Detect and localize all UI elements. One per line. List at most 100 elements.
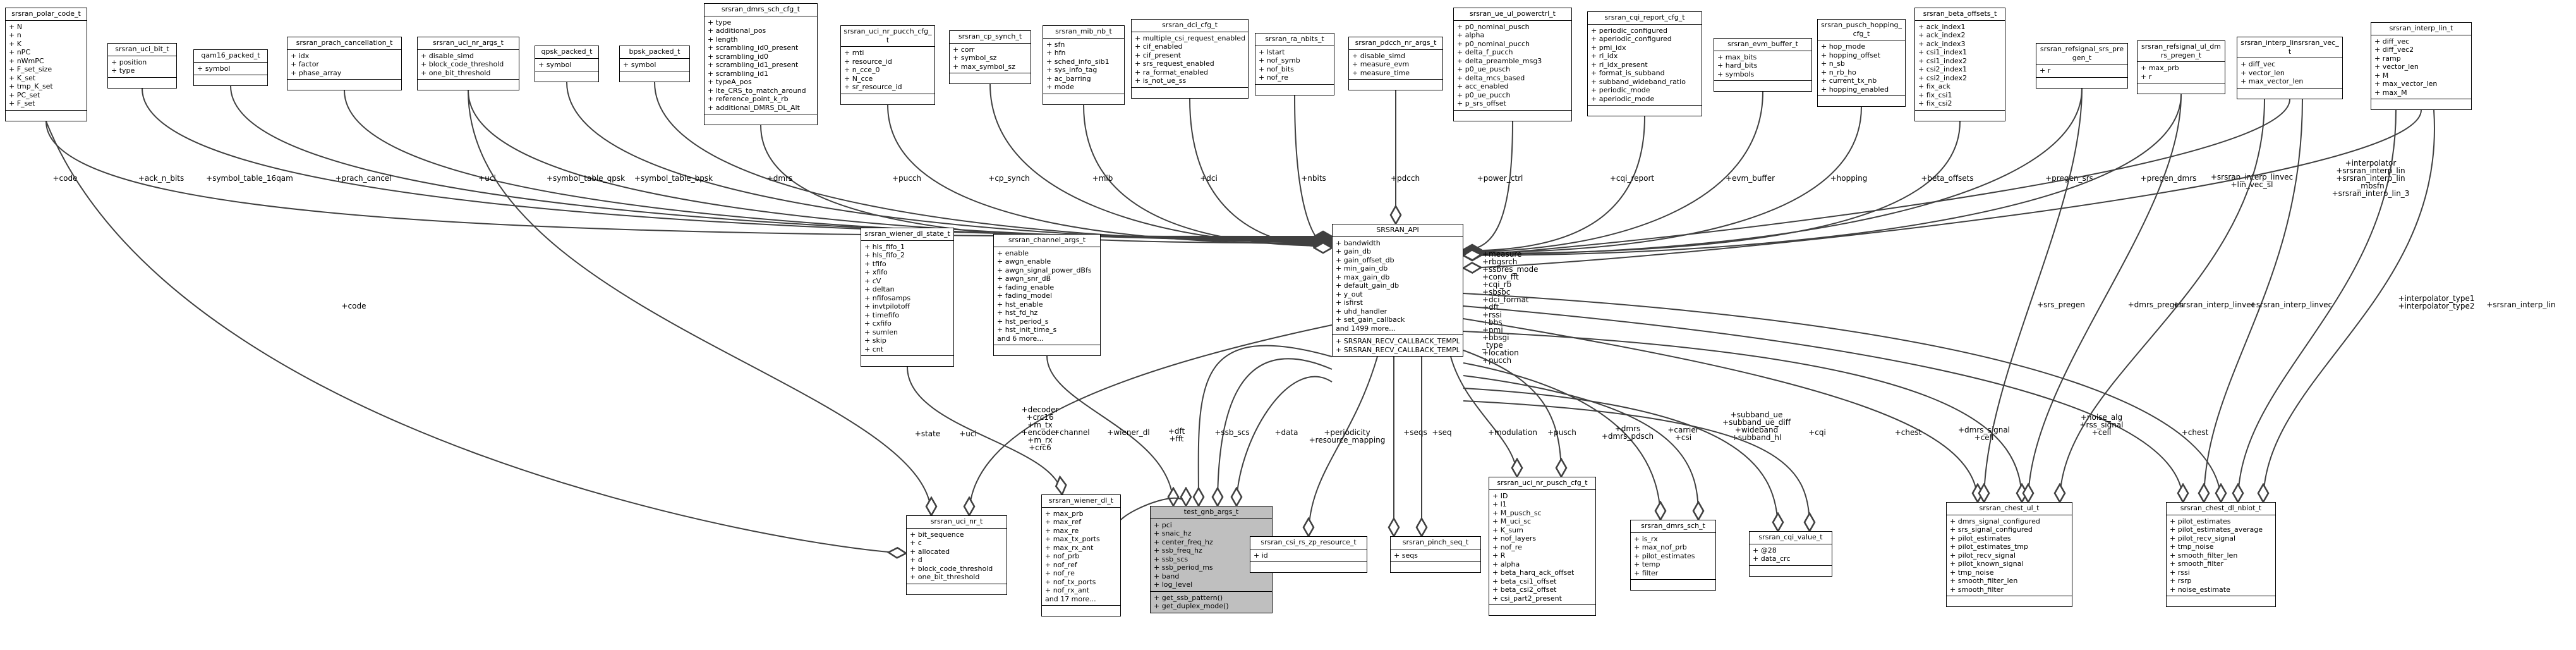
class-node-prach[interactable]: srsran_prach_cancellation_t+ idx+ factor… <box>287 37 402 90</box>
edge-label: +code <box>53 174 78 183</box>
class-node-cpsynch[interactable]: srsran_cp_synch_t+ corr+ symbol_sz+ max_… <box>949 30 1031 84</box>
class-node-evmbuf[interactable]: srsran_evm_buffer_t+ max_bits+ hard_bits… <box>1714 38 1812 92</box>
method-list <box>6 111 87 121</box>
class-title: srsran_polar_code_t <box>6 8 87 21</box>
class-node-ucinrpusch[interactable]: srsran_uci_nr_pusch_cfg_t+ ID+ l1+ M_pus… <box>1489 477 1596 616</box>
edge-prach-api <box>344 90 1332 240</box>
class-node-bpsk[interactable]: bpsk_packed_t+ symbol <box>619 46 690 82</box>
attribute-item: + hls_fifo_2 <box>864 251 905 259</box>
attribute-item: + cnt <box>864 345 884 353</box>
class-node-refdmrs[interactable]: srsran_refsignal_ul_dmrs_pregen_t+ max_p… <box>2137 40 2225 94</box>
class-node-chestul[interactable]: srsran_chest_ul_t+ dmrs_signal_configure… <box>1946 502 2072 607</box>
class-node-interplin[interactable]: srsran_interp_linsrsran_vec_t+ diff_vec+… <box>2237 37 2343 99</box>
attribute-item: + beta_harq_ack_offset <box>1492 568 1575 577</box>
attribute-item: + bit_sequence <box>910 530 964 539</box>
attribute-item: + fading_model <box>997 291 1053 300</box>
attribute-item: + delta_preamble_msg3 <box>1457 56 1542 65</box>
edge-refsrs-chestul <box>1984 88 2083 502</box>
edge-label: +hopping <box>1830 174 1868 183</box>
attribute-item: + scrambling_id1_present <box>708 61 799 69</box>
attribute-item: + gain_db <box>1336 247 1371 255</box>
class-node-ucinrargs[interactable]: srsran_uci_nr_args_t+ disable_simd+ bloc… <box>417 37 519 90</box>
class-node-ranbits[interactable]: srsran_ra_nbits_t+ lstart+ nof_symb+ nof… <box>1255 33 1334 95</box>
attribute-item: + max_prb <box>1045 509 1084 518</box>
class-node-api[interactable]: SRSRAN_API+ bandwidth+ gain_db+ gain_off… <box>1332 224 1463 357</box>
attribute-item: + nof_prb <box>1045 552 1080 560</box>
edge-api-chestul <box>1463 318 1978 502</box>
edge-label: +seqs <box>1403 428 1427 437</box>
attribute-item: + set_gain_callback <box>1336 316 1405 324</box>
class-node-dcicfg[interactable]: srsran_dci_cfg_t+ multiple_csi_request_e… <box>1131 19 1249 99</box>
class-node-cqireport[interactable]: srsran_cqi_report_cfg_t+ periodic_config… <box>1587 11 1702 116</box>
attribute-item: + vector_len <box>2374 63 2419 71</box>
attribute-item: + gain_offset_db <box>1336 255 1394 264</box>
class-node-betaoff[interactable]: srsran_beta_offsets_t+ ack_index1+ ack_i… <box>1914 8 2005 121</box>
attribute-item: and 6 more... <box>997 334 1044 343</box>
class-node-wienerstate[interactable]: srsran_wiener_dl_state_t+ hls_fifo_1+ hl… <box>861 228 954 367</box>
attribute-item: + ack_index1 <box>1918 22 1966 31</box>
attribute-item: + ID <box>1492 491 1508 500</box>
edge-label: +seq <box>1432 428 1451 437</box>
attribute-item: + srs_request_enabled <box>1135 59 1214 68</box>
attribute-item: + hst_period_s <box>997 317 1049 326</box>
method-list <box>704 114 817 125</box>
class-node-qpsk[interactable]: qpsk_packed_t+ symbol <box>535 46 599 82</box>
attribute-item: + max_symbol_sz <box>953 62 1015 71</box>
class-node-cqivalue[interactable]: srsran_cqi_value_t+ @28+ data_crc <box>1749 531 1832 577</box>
edge-label: +state <box>915 429 940 438</box>
attribute-item: + scrambling_id1 <box>708 69 769 78</box>
attribute-item: + pilot_known_signal <box>1950 560 2024 568</box>
class-node-dmrssch2[interactable]: srsran_dmrs_sch_t+ is_rx+ max_nof_prb+ p… <box>1630 520 1716 591</box>
class-title: srsran_wiener_dl_t <box>1042 495 1120 508</box>
method-list <box>194 75 267 85</box>
method-list <box>1391 562 1480 572</box>
attribute-item: + periodic_mode <box>1591 86 1650 94</box>
attribute-item: + ri_idx_present <box>1591 60 1648 69</box>
edge-label: +measure+rbgsrch+ssbres_mode+conv_fft+cq… <box>1482 250 1539 365</box>
class-node-refsrs[interactable]: srsran_refsignal_srs_pregen_t+ r <box>2036 43 2128 89</box>
edge-interpl-chestdl <box>2263 109 2435 502</box>
attribute-item: + smooth_filter <box>1950 585 2004 594</box>
attribute-item: + N_cce <box>844 74 873 83</box>
attribute-item: + mode <box>1046 83 1074 91</box>
attribute-item: + @28 <box>1753 546 1777 555</box>
class-node-mibnb[interactable]: srsran_mib_nb_t+ sfn+ hfn+ sched_info_si… <box>1043 25 1125 105</box>
class-node-chestdl[interactable]: srsran_chest_dl_nbiot_t+ pilot_estimates… <box>2166 502 2276 607</box>
attribute-item: + noise_estimate <box>2170 585 2230 594</box>
edge-puschhop-api <box>1463 106 1862 253</box>
edge-label: +mib <box>1092 174 1113 183</box>
class-node-ucinr[interactable]: srsran_uci_nr_t+ bit_sequence+ c+ alloca… <box>906 515 1007 595</box>
class-node-ucinrpucch[interactable]: srsran_uci_nr_pucch_cfg_t+ rnti+ resourc… <box>840 25 935 105</box>
class-node-csirs[interactable]: srsran_csi_rs_zp_resource_t+ id <box>1250 536 1367 573</box>
edge-api-chestdl <box>1463 293 2221 502</box>
class-node-puschhop[interactable]: srsran_pusch_hopping_cfg_t+ hop_mode+ ho… <box>1817 19 1906 107</box>
class-node-pdcchnr[interactable]: srsran_pdcch_nr_args_t+ disable_simd+ me… <box>1348 37 1443 90</box>
class-node-ucibit[interactable]: srsran_uci_bit_t+ position+ type <box>107 43 177 89</box>
attribute-item: + p0_nominal_pusch <box>1457 22 1530 31</box>
class-node-polar[interactable]: srsran_polar_code_t+ N+ n+ K+ nPC+ nWmPC… <box>5 8 87 121</box>
edge-interplin-chestul <box>2060 99 2265 502</box>
attribute-item: + awgn_snr_dB <box>997 274 1051 283</box>
class-title: srsran_channel_args_t <box>994 235 1100 247</box>
class-node-dmrssch[interactable]: srsran_dmrs_sch_cfg_t+ type+ additional_… <box>704 3 818 125</box>
attribute-list: + diff_vec+ diff_vec2+ ramp+ vector_len+… <box>2371 35 2471 99</box>
class-node-interpl[interactable]: srsran_interp_lin_t+ diff_vec+ diff_vec2… <box>2371 22 2472 110</box>
class-title: srsran_prach_cancellation_t <box>287 37 401 50</box>
class-title: srsran_pdcch_nr_args_t <box>1349 37 1442 50</box>
class-node-qam16[interactable]: qam16_packed_t+ symbol <box>193 49 268 86</box>
class-node-pinchseq[interactable]: srsran_pinch_seq_t+ seqs <box>1390 536 1481 573</box>
edge-betaoff-api <box>1463 121 1961 254</box>
attribute-item: + filter <box>1634 568 1659 577</box>
method-list <box>861 356 953 366</box>
attribute-item: + timefifo <box>864 310 900 319</box>
attribute-item: + csi2_index1 <box>1918 65 1968 73</box>
attribute-list: + @28+ data_crc <box>1750 544 1832 566</box>
attribute-item: + max_bits <box>1717 52 1757 61</box>
attribute-list: + multiple_csi_request_enabled+ cif_enab… <box>1132 32 1248 88</box>
class-node-wiener[interactable]: srsran_wiener_dl_t+ max_prb+ max_ref+ ma… <box>1041 494 1121 616</box>
class-title: srsran_refsignal_ul_dmrs_pregen_t <box>2138 41 2225 62</box>
attribute-item: + max_vector_len <box>2240 77 2304 85</box>
class-node-uepower[interactable]: srsran_ue_ul_powerctrl_t+ p0_nominal_pus… <box>1453 8 1572 121</box>
method-list <box>1714 81 1811 91</box>
class-node-channelargs[interactable]: srsran_channel_args_t+ enable+ awgn_enab… <box>993 234 1101 356</box>
